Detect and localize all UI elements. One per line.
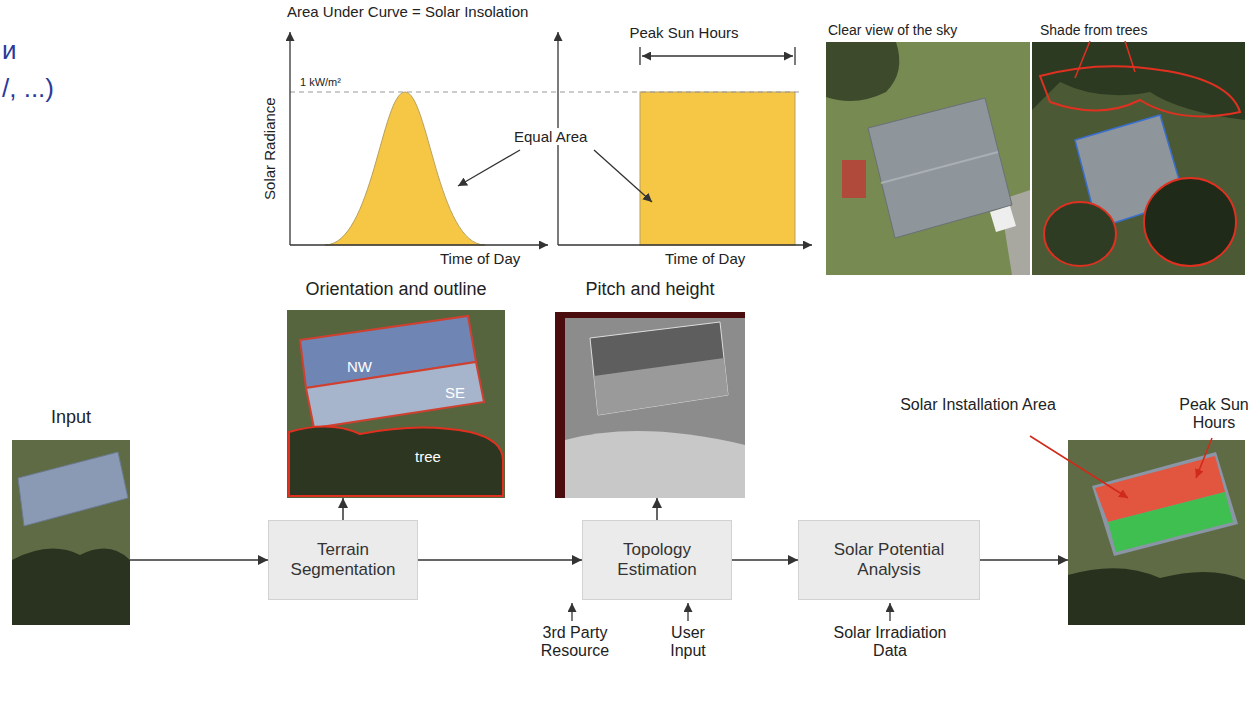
aerial-photo-shaded <box>1144 178 1236 266</box>
insolation-chart <box>640 92 795 245</box>
flow-arrow <box>342 498 344 520</box>
panel-heading: Solar Installation Area <box>888 396 1068 414</box>
photo-caption: Clear view of the sky <box>828 22 957 38</box>
axis-value: 1 kW/m² <box>300 76 341 89</box>
insolation-chart <box>290 92 800 93</box>
input-image <box>12 549 130 625</box>
aerial-photo-shaded <box>1075 41 1090 78</box>
image-panel: Orientation and outlineNWSEtree <box>287 310 505 498</box>
flow-arrow <box>656 498 658 520</box>
panel-heading: Orientation and outline <box>247 279 545 300</box>
aerial-photo-shaded <box>1125 41 1135 72</box>
aerial-photo-clear <box>826 42 1030 275</box>
aerial-photo-clear <box>842 160 866 198</box>
flow-arrow <box>980 559 1068 561</box>
input-arrow <box>571 603 572 621</box>
insolation-chart <box>642 55 793 56</box>
insolation-chart <box>290 244 548 245</box>
segmentation-image <box>287 310 505 498</box>
insolation-chart <box>558 244 812 245</box>
height-map-image <box>565 318 745 498</box>
segmentation-image <box>287 310 505 498</box>
aerial-photo-clear <box>826 42 899 101</box>
slide-text: и <box>2 36 17 66</box>
chart-annotation: Equal Area <box>512 128 589 145</box>
aerial-photo-clear <box>868 98 1012 238</box>
image-panel: Input <box>12 440 130 625</box>
aerial-photo-shaded <box>1040 66 1240 116</box>
insolation-chart <box>639 47 640 65</box>
process-box: Solar Potential Analysis <box>798 520 980 600</box>
input-source: 3rd Party Resource <box>532 624 618 661</box>
input-source: User Input <box>660 624 716 661</box>
axis-label: Time of Day <box>665 250 745 267</box>
height-map-image <box>555 312 745 498</box>
insolation-chart <box>290 32 812 245</box>
axis-label: Solar Radiance <box>261 89 278 209</box>
input-image <box>18 452 128 526</box>
box-label: Terrain Segmentation <box>277 540 409 581</box>
insolation-chart <box>594 150 652 202</box>
photo-caption: Shade from trees <box>1040 22 1147 38</box>
input-arrow <box>687 603 688 621</box>
region-label: NW <box>347 358 372 375</box>
insolation-chart <box>458 150 520 186</box>
height-map-image <box>555 312 745 498</box>
height-map-image <box>594 358 728 415</box>
chart-annotation: Peak Sun Hours <box>598 24 770 41</box>
leader-arrow <box>1030 436 1212 498</box>
input-arrow <box>889 603 890 621</box>
flow-arrow <box>732 559 798 561</box>
panel-heading: Input <box>2 407 140 428</box>
flow-arrow <box>130 559 268 561</box>
process-box: Terrain Segmentation <box>268 520 418 600</box>
aerial-photo-shaded <box>1032 42 1245 275</box>
output-image <box>1092 452 1238 556</box>
leader-arrow <box>1196 438 1212 478</box>
image-panel: Solar Installation AreaPeak Sun Hours <box>1068 440 1245 625</box>
region-label: tree <box>415 448 441 465</box>
aerial-photo-clear <box>881 152 998 183</box>
slide-text: /, ...) <box>2 74 54 104</box>
chart-title: Area Under Curve = Solar Insolation <box>287 3 528 20</box>
output-image <box>1068 568 1245 625</box>
insolation-chart <box>289 32 290 245</box>
insolation-chart <box>794 47 795 65</box>
leader-arrow <box>1030 436 1128 498</box>
region-label: SE <box>445 384 465 401</box>
height-map-image <box>565 431 745 498</box>
aerial-photo-shaded <box>1032 41 1245 275</box>
box-label: Solar Potential Analysis <box>807 540 971 581</box>
aerial-photo-shaded <box>1032 42 1245 120</box>
region-label: Peak Sun Hours <box>1173 396 1255 433</box>
flow-arrow <box>418 559 582 561</box>
process-box: Topology Estimation <box>582 520 732 600</box>
aerial-photo-clear <box>990 206 1016 232</box>
axis-label: Time of Day <box>440 250 520 267</box>
output-image <box>1108 492 1233 552</box>
input-arrow <box>572 603 890 621</box>
image-panel: Pitch and height <box>555 312 745 498</box>
height-map-image <box>590 322 728 415</box>
box-label: Topology Estimation <box>591 540 723 581</box>
input-source: Solar Irradiation Data <box>820 624 960 661</box>
panel-heading: Pitch and height <box>545 279 755 300</box>
segmentation-image <box>306 362 484 428</box>
segmentation-image <box>289 426 503 496</box>
input-image <box>12 440 130 625</box>
input-image <box>12 440 130 625</box>
aerial-photo-shaded <box>1044 202 1116 266</box>
output-image <box>1068 440 1245 625</box>
insolation-chart <box>325 92 485 245</box>
aerial-photo-clear <box>826 42 1030 275</box>
output-image <box>1068 440 1245 625</box>
